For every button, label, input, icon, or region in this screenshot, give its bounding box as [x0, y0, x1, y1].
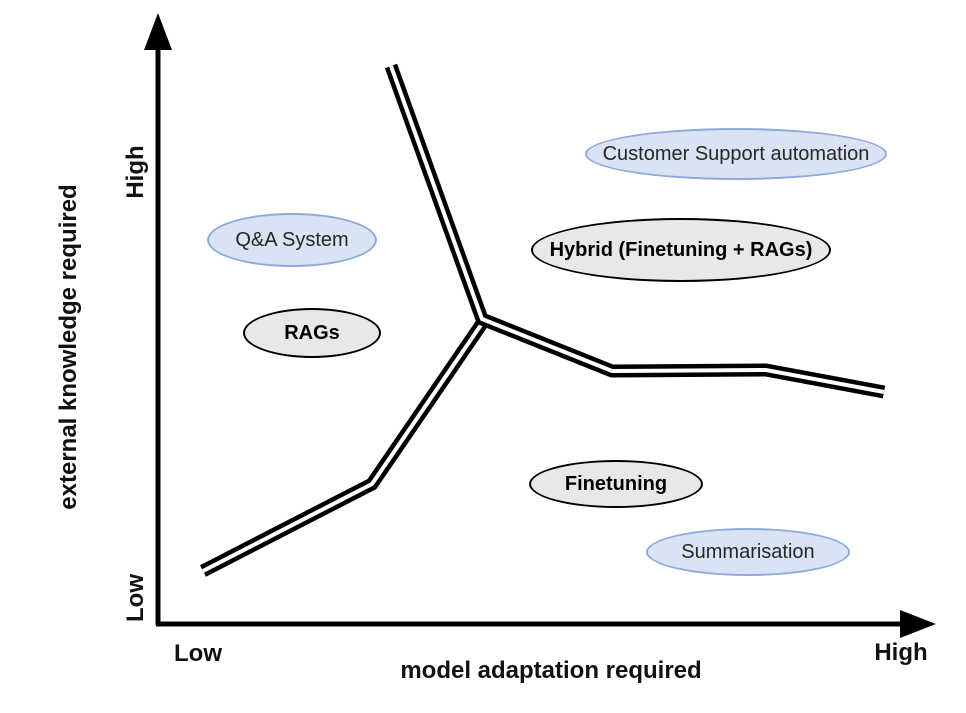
y-axis-arrowhead-icon: [144, 13, 172, 50]
node-finetuning-label: Finetuning: [564, 473, 668, 495]
node-finetuning: Finetuning: [529, 460, 703, 508]
node-customer-support-automation: Customer Support automation: [585, 128, 887, 180]
node-rags-label: RAGs: [284, 322, 340, 344]
node-hybrid-finetuning-rags-label: Hybrid (Finetuning + RAGs): [549, 239, 813, 261]
region-boundary-main: [384, 63, 886, 399]
x-axis-title: model adaptation required: [400, 657, 702, 684]
node-summarisation-label: Summarisation: [681, 541, 815, 563]
region-boundary-lower-left: [200, 318, 489, 577]
node-hybrid-finetuning-rags: Hybrid (Finetuning + RAGs): [531, 218, 831, 282]
y-axis-low-label: Low: [122, 574, 149, 622]
x-axis-arrowhead-icon: [900, 610, 936, 638]
node-customer-support-automation-label: Customer Support automation: [602, 143, 870, 165]
node-summarisation: Summarisation: [646, 528, 850, 576]
y-axis-high-label: High: [122, 145, 149, 199]
x-axis-low-label: Low: [174, 640, 222, 667]
y-axis: [144, 13, 172, 625]
x-axis-high-label: High: [874, 639, 928, 666]
y-axis-title: external knowledge required: [55, 184, 82, 510]
x-axis: [156, 610, 936, 638]
node-qa-system: Q&A System: [207, 213, 377, 267]
node-qa-system-label: Q&A System: [235, 229, 349, 251]
node-rags: RAGs: [243, 308, 381, 358]
